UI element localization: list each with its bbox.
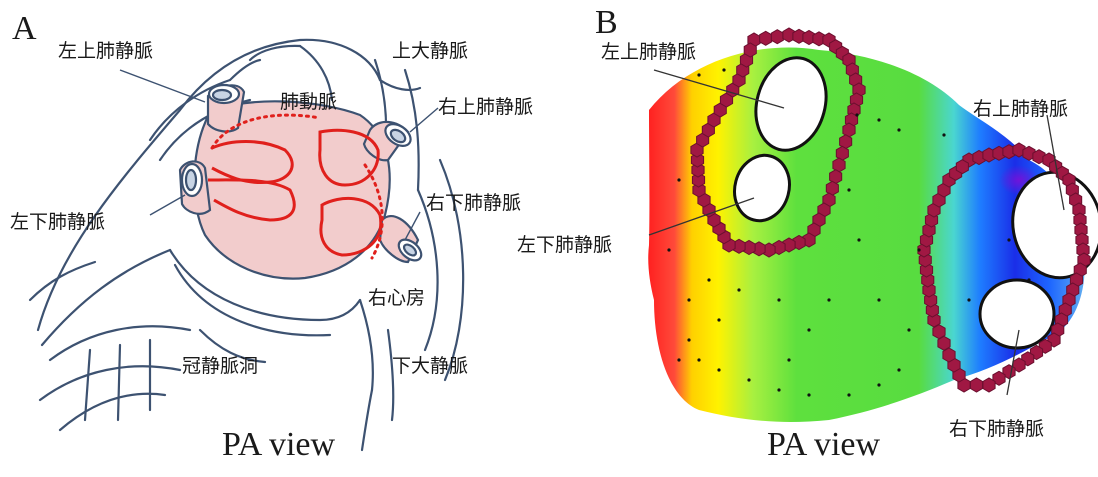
mapping-point xyxy=(967,298,970,301)
mapping-point xyxy=(747,378,750,381)
mapping-point xyxy=(777,298,780,301)
mapping-point xyxy=(877,383,880,386)
mapping-point xyxy=(687,338,690,341)
label-lspv-map: 左上肺静脈 xyxy=(601,43,696,62)
mapping-point xyxy=(677,358,680,361)
mapping-point xyxy=(722,68,725,71)
label-lipv-map: 左下肺静脈 xyxy=(517,236,612,255)
mapping-point xyxy=(897,368,900,371)
label-ripv: 右下肺静脈 xyxy=(426,194,521,213)
label-lspv: 左上肺静脈 xyxy=(58,42,153,61)
mapping-point xyxy=(697,73,700,76)
panel-a-caption: PA view xyxy=(222,428,335,462)
mapping-point xyxy=(707,278,710,281)
lesion-marker xyxy=(956,160,968,174)
mapping-point xyxy=(855,113,858,116)
panel-b-letter: B xyxy=(595,6,618,40)
mapping-point xyxy=(907,328,910,331)
mapping-point xyxy=(677,178,680,181)
lesion-marker xyxy=(983,378,995,392)
voltage-map xyxy=(549,0,1098,477)
mapping-point xyxy=(787,358,790,361)
panel-b: B 左上肺静脈 右上肺静脈 左下肺静脈 右下肺静脈 PA view xyxy=(549,0,1098,477)
mapping-point xyxy=(1027,278,1030,281)
mapping-point xyxy=(857,238,860,241)
panel-b-caption: PA view xyxy=(767,428,880,462)
mapping-point xyxy=(847,393,850,396)
label-rspv-map: 右上肺静脈 xyxy=(973,100,1068,119)
mapping-point xyxy=(807,328,810,331)
mapping-point xyxy=(897,128,900,131)
mapping-point xyxy=(687,298,690,301)
label-cs: 冠静脈洞 xyxy=(182,357,258,376)
mapping-point xyxy=(717,318,720,321)
lesion-marker xyxy=(744,43,756,57)
mapping-point xyxy=(697,358,700,361)
label-ripv-map: 右下肺静脈 xyxy=(949,420,1044,439)
mapping-point xyxy=(737,288,740,291)
label-ivc: 下大静脈 xyxy=(392,357,468,376)
lesion-marker xyxy=(771,30,783,44)
label-lipv: 左下肺静脈 xyxy=(10,213,105,232)
mapping-point xyxy=(877,118,880,121)
mapping-point xyxy=(877,298,880,301)
lesion-marker xyxy=(970,378,982,392)
mapping-point xyxy=(942,133,945,136)
mapping-point xyxy=(827,298,830,301)
mapping-point xyxy=(667,248,670,251)
mapping-point xyxy=(917,248,920,251)
mapping-point xyxy=(777,388,780,391)
lesion-marker xyxy=(760,31,772,45)
heart-anatomy-drawing xyxy=(0,0,549,477)
label-ra: 右心房 xyxy=(368,289,425,308)
label-svc: 上大静脈 xyxy=(392,42,468,61)
label-rspv: 右上肺静脈 xyxy=(438,98,533,117)
mapping-point xyxy=(717,368,720,371)
panel-a-letter: A xyxy=(12,12,37,46)
label-pa: 肺動脈 xyxy=(280,93,337,112)
panel-a: A 左上肺静脈 上大静脈 肺動脈 右上肺静脈 左下肺静脈 右下肺静脈 右心房 冠… xyxy=(0,0,549,477)
mapping-point xyxy=(807,393,810,396)
mapping-point xyxy=(1007,238,1010,241)
mapping-point xyxy=(847,188,850,191)
